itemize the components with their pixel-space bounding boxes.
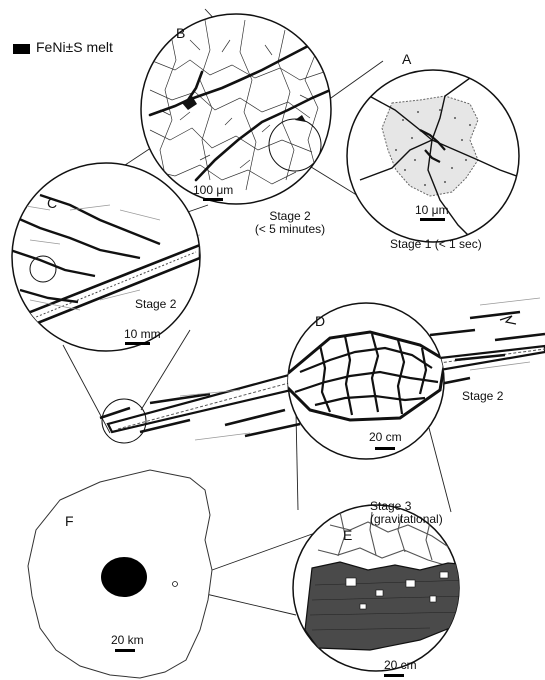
panel-e-stage-label: Stage 3 (gravitational)	[370, 500, 443, 526]
panel-d-scale-bar	[375, 447, 395, 450]
panel-d-stage-label: Stage 2	[462, 390, 503, 403]
panel-a-stage-label: Stage 1 (< 1 sec)	[390, 238, 482, 251]
panel-b-stage-line2: (< 5 minutes)	[245, 223, 335, 236]
panel-d-circle: D	[280, 303, 445, 459]
panel-a-scale-bar	[420, 218, 445, 221]
panel-e-circle: E	[293, 505, 470, 671]
panel-d-letter: D	[315, 313, 325, 329]
panel-e-scale-label: 20 cm	[384, 659, 417, 672]
panel-f-letter: F	[65, 513, 74, 529]
panel-e-stage-line2: (gravitational)	[370, 513, 443, 526]
panel-b-stage-label: Stage 2 (< 5 minutes)	[245, 210, 335, 236]
panel-c-stage-label: Stage 2	[135, 298, 176, 311]
panel-e-scale-bar	[384, 674, 404, 677]
panel-f-scale-label: 20 km	[111, 634, 144, 647]
panel-c-scale-bar	[125, 342, 150, 345]
panel-c-letter: C	[47, 195, 57, 211]
panel-e-letter: E	[343, 527, 352, 543]
panel-b-scale-label: 100 μm	[193, 184, 233, 197]
sample-point	[173, 582, 178, 587]
panel-d-scale-label: 20 cm	[369, 431, 402, 444]
panel-b-letter: B	[176, 25, 185, 41]
panel-b-circle: B	[141, 14, 335, 204]
panel-a-scale-label: 10 μm	[415, 204, 449, 217]
legend-melt-swatch	[13, 44, 30, 54]
panel-a-letter: A	[402, 51, 412, 67]
panel-c-scale-label: 10 mm	[124, 328, 161, 341]
panel-b-scale-bar	[203, 198, 223, 201]
core-melt	[101, 557, 147, 597]
legend-melt-label: FeNi±S melt	[36, 40, 113, 55]
panel-f-scale-bar	[115, 649, 135, 652]
